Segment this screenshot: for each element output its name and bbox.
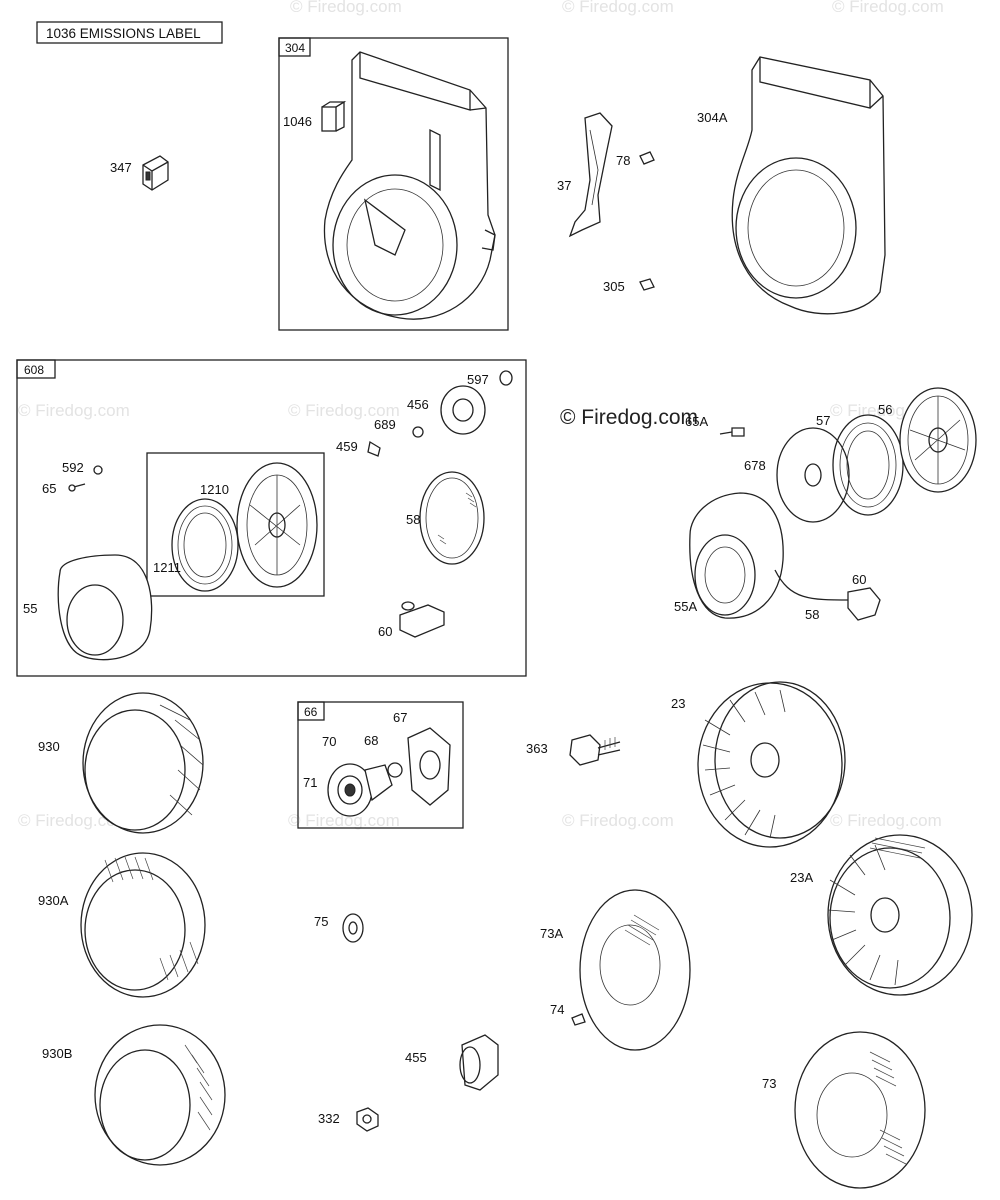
label-56: 56 — [878, 402, 892, 417]
group-608: 608 55 592 65 1210 1211 459 689 456 — [16, 359, 527, 677]
part-332: 332 — [318, 1107, 379, 1132]
label-597: 597 — [467, 372, 489, 387]
label-456: 456 — [407, 397, 429, 412]
label-305: 305 — [603, 279, 625, 294]
watermark: © Firedog.com — [288, 401, 400, 420]
label-332: 332 — [318, 1111, 340, 1126]
part-37: 37 — [557, 112, 613, 238]
label-75: 75 — [314, 914, 328, 929]
part-23A: 23A — [790, 834, 973, 996]
watermark: © Firedog.com — [832, 0, 944, 16]
watermark-main: © Firedog.com — [560, 406, 698, 429]
label-55A: 55A — [674, 599, 697, 614]
label-23A: 23A — [790, 870, 813, 885]
label-363: 363 — [526, 741, 548, 756]
label-592: 592 — [62, 460, 84, 475]
label-678: 678 — [744, 458, 766, 473]
label-459: 459 — [336, 439, 358, 454]
group-66: 66 71 70 68 67 — [297, 701, 464, 829]
label-70: 70 — [322, 734, 336, 749]
label-1210: 1210 — [200, 482, 229, 497]
part-455: 455 — [405, 1034, 499, 1091]
label-60b: 60 — [852, 572, 866, 587]
label-930B: 930B — [42, 1046, 72, 1061]
group-label-608: 608 — [24, 363, 44, 377]
part-347: 347 — [110, 155, 169, 191]
part-55A-assembly: 65A 678 57 56 55A 60 58 — [674, 387, 977, 622]
watermark: © Firedog.com — [562, 0, 674, 16]
label-1211: 1211 — [153, 560, 181, 575]
part-304A: 304A — [697, 56, 886, 315]
part-930: 930 — [38, 692, 204, 834]
part-74: 74 — [550, 1002, 586, 1026]
label-1046: 1046 — [283, 114, 312, 129]
part-75: 75 — [314, 913, 364, 943]
emissions-label: 1036 EMISSIONS LABEL — [46, 26, 201, 41]
label-347: 347 — [110, 160, 132, 175]
label-60: 60 — [378, 624, 392, 639]
label-689: 689 — [374, 417, 396, 432]
label-74: 74 — [550, 1002, 564, 1017]
part-23: 23 — [671, 681, 846, 848]
watermark: © Firedog.com — [18, 401, 130, 420]
label-304A: 304A — [697, 110, 728, 125]
part-305: 305 — [603, 278, 655, 294]
label-23: 23 — [671, 696, 685, 711]
label-71: 71 — [303, 775, 317, 790]
label-68: 68 — [364, 733, 378, 748]
watermark: © Firedog.com — [290, 0, 402, 16]
watermarks: © Firedog.com © Firedog.com © Firedog.co… — [18, 0, 944, 830]
part-73: 73 — [762, 1031, 926, 1189]
label-57: 57 — [816, 413, 830, 428]
label-65: 65 — [42, 481, 56, 496]
label-73A: 73A — [540, 926, 563, 941]
label-73: 73 — [762, 1076, 776, 1091]
part-78: 78 — [616, 151, 655, 168]
label-65A: 65A — [685, 414, 708, 429]
group-label-304: 304 — [285, 41, 305, 55]
emissions-label-box: 1036 EMISSIONS LABEL — [36, 21, 223, 44]
label-930A: 930A — [38, 893, 69, 908]
label-58b: 58 — [805, 607, 819, 622]
label-55: 55 — [23, 601, 37, 616]
label-58: 58 — [406, 512, 420, 527]
watermark: © Firedog.com — [288, 811, 400, 830]
watermark: © Firedog.com — [562, 811, 674, 830]
part-930B: 930B — [42, 1024, 226, 1166]
watermark: © Firedog.com — [830, 811, 942, 830]
part-363: 363 — [526, 734, 621, 766]
label-78: 78 — [616, 153, 630, 168]
label-37: 37 — [557, 178, 571, 193]
group-label-66: 66 — [304, 705, 318, 719]
group-304: 304 1046 — [278, 37, 509, 331]
part-73A: 73A — [540, 889, 691, 1051]
part-930A: 930A — [38, 852, 206, 998]
label-455: 455 — [405, 1050, 427, 1065]
label-67: 67 — [393, 710, 407, 725]
label-930: 930 — [38, 739, 60, 754]
